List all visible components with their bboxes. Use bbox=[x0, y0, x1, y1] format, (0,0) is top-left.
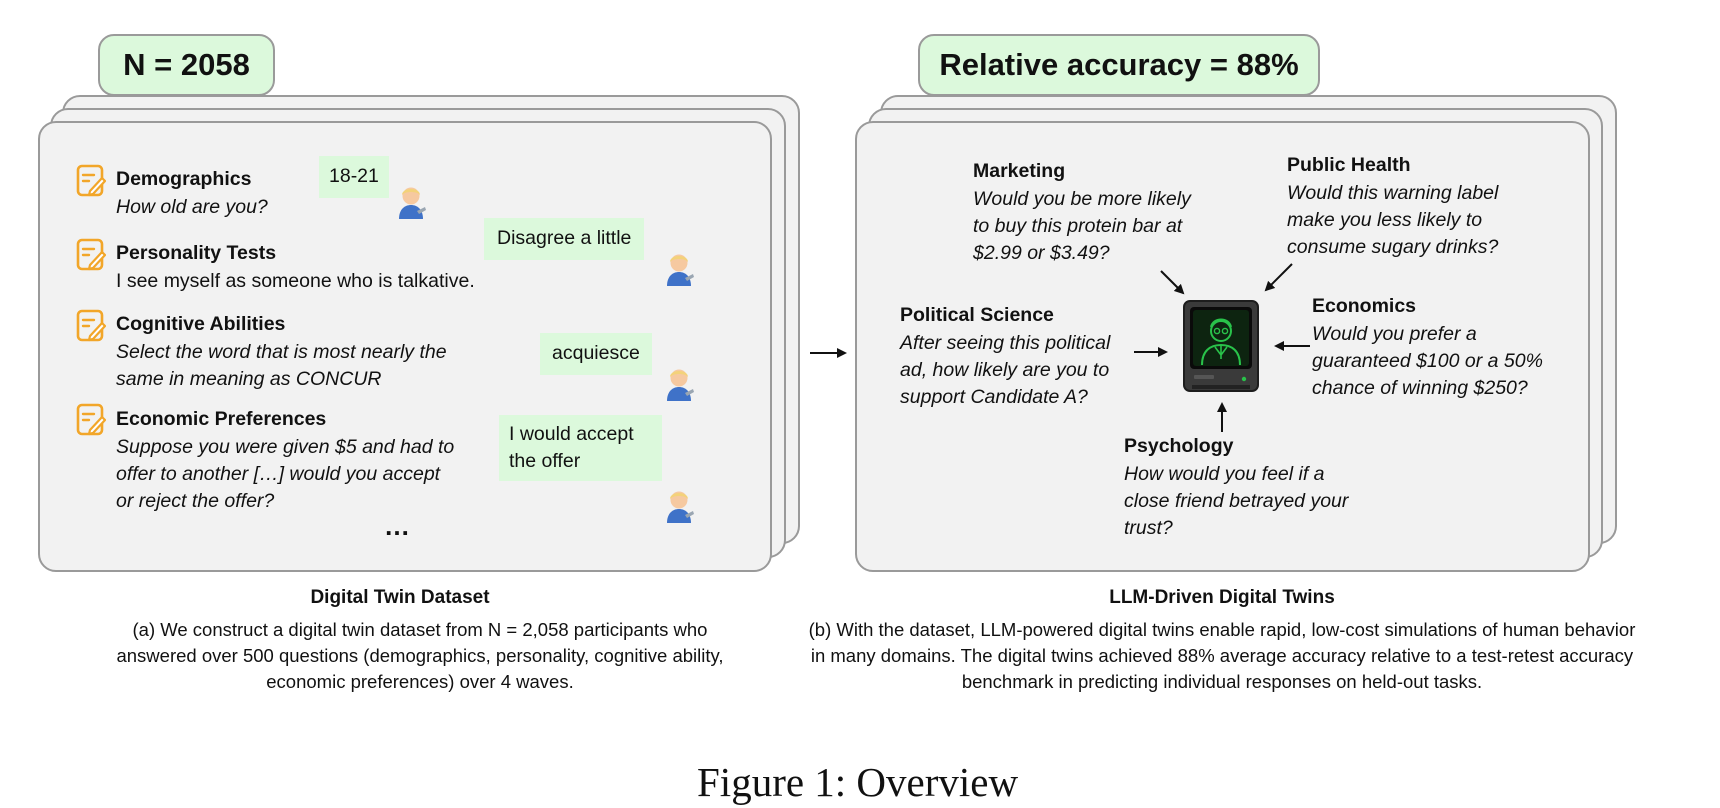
domain-question-marketing: Would you be more likely to buy this pro… bbox=[973, 188, 1191, 264]
question-text-cognitive: Select the word that is most nearly the … bbox=[116, 341, 447, 390]
answer-personality: Disagree a little bbox=[484, 218, 645, 260]
domain-question-psychology: How would you feel if a close friend bet… bbox=[1124, 463, 1349, 539]
right-caption-title: LLM-Driven Digital Twins bbox=[1109, 587, 1335, 608]
right-caption: (b) With the dataset, LLM-powered digita… bbox=[808, 619, 1636, 692]
question-text-personality: I see myself as someone who is talkative… bbox=[116, 270, 475, 292]
domain-title-public-health: Public Health bbox=[1287, 154, 1411, 176]
left-caption: (a) We construct a digital twin dataset … bbox=[116, 619, 724, 692]
dataset-size-badge: N = 2058 bbox=[98, 34, 275, 96]
computer-monitor-icon bbox=[1183, 300, 1259, 392]
more-questions-ellipsis: … bbox=[384, 511, 411, 541]
person-icon bbox=[667, 254, 694, 286]
domain-question-political-science: After seeing this political ad, how like… bbox=[900, 332, 1111, 408]
answer-economic: I would accept the offer bbox=[499, 415, 662, 481]
dataset-size-label: N = 2058 bbox=[123, 47, 250, 82]
accuracy-badge: Relative accuracy = 88% bbox=[918, 34, 1320, 96]
note-pencil-icon bbox=[76, 238, 106, 271]
question-text-demographics: How old are you? bbox=[116, 196, 268, 218]
question-title-economic: Economic Preferences bbox=[116, 408, 327, 430]
figure-caption: Figure 1: Overview bbox=[697, 759, 1019, 805]
answer-cognitive: acquiesce bbox=[540, 333, 652, 375]
question-text-economic: Suppose you were given $5 and had to off… bbox=[116, 436, 455, 512]
domain-question-economics: Would you prefer a guaranteed $100 or a … bbox=[1312, 323, 1543, 399]
answer-demographics: 18-21 bbox=[319, 156, 389, 198]
person-icon bbox=[667, 369, 694, 401]
note-pencil-icon bbox=[76, 403, 106, 436]
domain-title-political-science: Political Science bbox=[900, 304, 1054, 326]
person-icon bbox=[399, 187, 426, 219]
question-title-personality: Personality Tests bbox=[116, 242, 277, 264]
question-title-demographics: Demographics bbox=[116, 168, 252, 190]
note-pencil-icon bbox=[76, 164, 106, 197]
accuracy-label: Relative accuracy = 88% bbox=[939, 47, 1299, 82]
left-caption-title: Digital Twin Dataset bbox=[310, 587, 490, 608]
domain-title-marketing: Marketing bbox=[973, 160, 1066, 182]
domain-title-economics: Economics bbox=[1312, 295, 1417, 317]
note-pencil-icon bbox=[76, 309, 106, 342]
question-title-cognitive: Cognitive Abilities bbox=[116, 313, 286, 335]
person-icon bbox=[667, 491, 694, 523]
domain-question-public-health: Would this warning label make you less l… bbox=[1287, 182, 1499, 258]
domain-title-psychology: Psychology bbox=[1124, 435, 1234, 457]
